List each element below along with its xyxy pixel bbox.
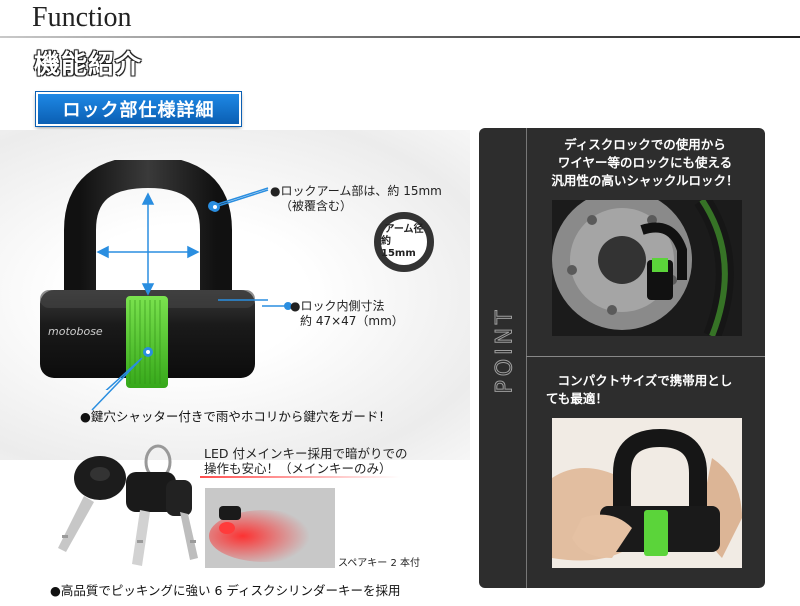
spec-band-label: ロック部仕様詳細 [36,92,241,126]
inner-size-note-line2: 約 47×47（mm） [300,314,404,328]
led-key-note-line1: LED 付メインキー採用で暗がりでの [204,446,408,461]
cylinder-note: ●高品質でピッキングに強い 6 ディスクシリンダーキーを採用 [50,583,401,598]
header-rule [0,36,800,38]
spare-key-note: スペアキー 2 本付 [338,558,421,569]
key-set-image [58,444,198,566]
inner-size-note-line1: ●ロック内側寸法 [290,299,385,313]
arm-diameter-value: 約 15mm [381,236,416,259]
arm-diameter-badge: アーム径 約 15mm [374,212,434,272]
led-key-note-line2: 操作も安心！（メインキーのみ） [204,461,392,476]
shutter-note: ●鍵穴シャッター付きで雨やホコリから鍵穴をガード！ [80,409,391,424]
point-horizontal-divider [526,356,765,357]
point-text-1: ディスクロックでの使用から ワイヤー等のロックにも使える 汎用性の高いシャックル… [551,137,739,188]
point-label: POINT [492,306,518,394]
page-title: Function [32,2,132,33]
section-subtitle: 機能紹介 [34,50,143,80]
disc-lock-photo [552,200,742,336]
inner-size-note: ●ロック内側寸法 約 47×47（mm） [290,299,404,329]
brand-logo: motobose [48,325,103,338]
point-vertical-divider [526,128,527,588]
point-text-2: コンパクトサイズで携帯用とし ても最適！ [546,373,733,406]
red-accent-line [200,476,400,478]
led-key-note: LED 付メインキー採用で暗がりでの 操作も安心！（メインキーのみ） [204,446,407,476]
arm-note: ●ロックアーム部は、約 15mm （被覆含む） [270,184,442,214]
arm-note-line2: （被覆含む） [280,199,353,213]
arm-note-line1: ●ロックアーム部は、約 15mm [270,184,442,198]
arm-diameter-label: アーム径 [384,224,424,235]
hand-holding-lock-photo [552,418,742,568]
led-key-photo [205,488,335,568]
